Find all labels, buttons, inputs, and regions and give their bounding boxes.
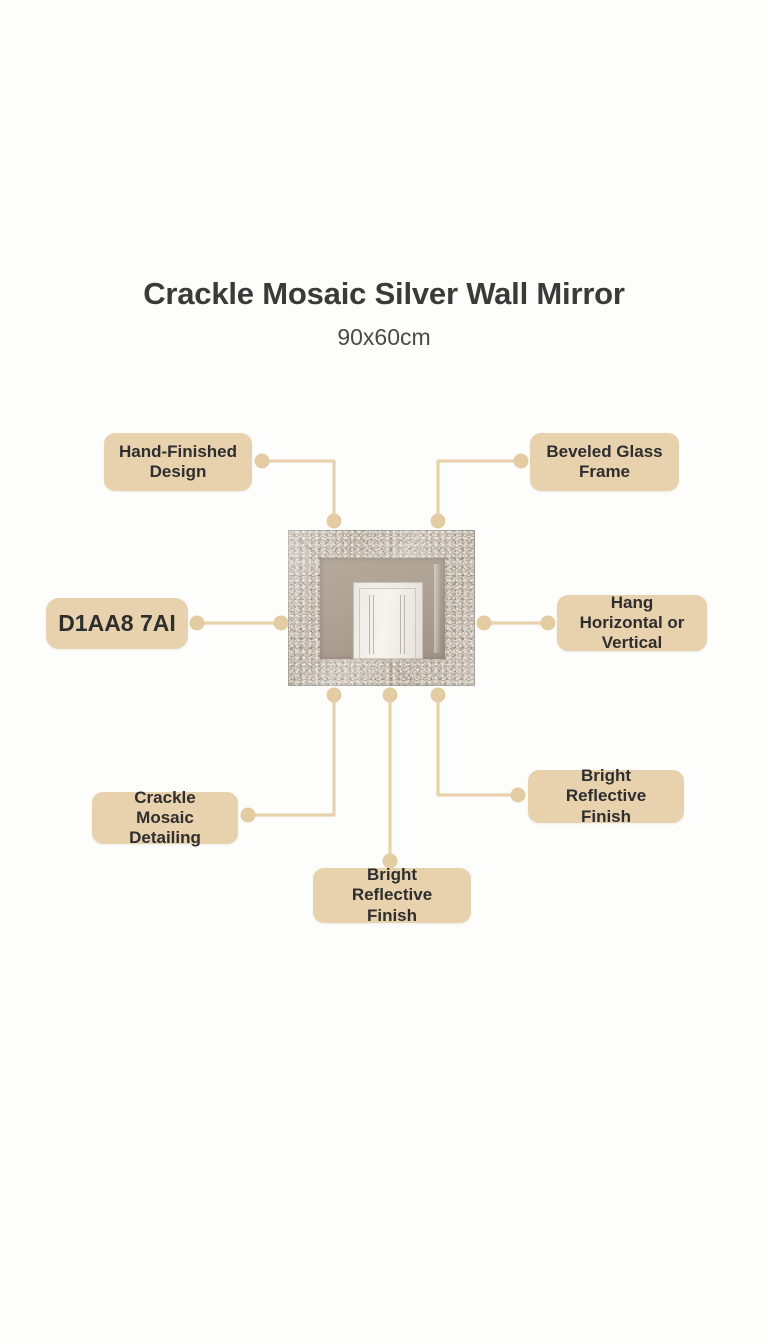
connector-dot-sku-anchor — [273, 615, 289, 631]
callout-label-text: Hand-Finished Design — [118, 441, 238, 481]
callout-label-text: Hang Horizontal or Vertical — [579, 592, 685, 653]
reflected-door — [352, 582, 423, 659]
callout-bright-reflective-finish-right[interactable]: Bright Reflective Finish — [528, 766, 684, 826]
callout-beveled-glass-frame[interactable]: Beveled Glass Frame — [530, 433, 679, 491]
connector-dot-beveled-glass-label — [513, 453, 529, 469]
connector-bright-right — [436, 693, 520, 797]
connector-dot-bright-bottom-anchor — [382, 687, 398, 703]
callout-label-text: Bright Reflective Finish — [565, 766, 647, 826]
connector-beveled-glass — [436, 459, 523, 523]
connector-dot-bright-right-anchor — [430, 687, 446, 703]
callout-crackle-mosaic-detailing[interactable]: Crackle Mosaic Detailing — [92, 788, 238, 847]
callout-label-text: D1AA8 7AI — [58, 609, 176, 636]
mirror-glass — [320, 558, 445, 659]
connector-dot-bright-right-label — [510, 787, 526, 803]
connector-dot-crackle-label — [240, 807, 256, 823]
glass-bevel-edge — [433, 564, 440, 653]
connector-dot-hang-label — [540, 615, 556, 631]
callout-label-text: Bright Reflective Finish — [351, 865, 433, 925]
connector-dot-hang-anchor — [476, 615, 492, 631]
connector-crackle — [246, 693, 336, 817]
product-image-mirror — [288, 530, 475, 686]
connector-hand-finished — [260, 459, 336, 523]
callout-hang-orientation[interactable]: Hang Horizontal or Vertical — [557, 592, 707, 653]
callout-bright-reflective-finish-bottom[interactable]: Bright Reflective Finish — [313, 865, 471, 925]
connector-dot-beveled-glass-anchor — [430, 513, 446, 529]
callout-hand-finished-design[interactable]: Hand-Finished Design — [104, 433, 252, 491]
mosaic-frame — [288, 530, 475, 686]
connector-dot-crackle-anchor — [326, 687, 342, 703]
page-title: Crackle Mosaic Silver Wall Mirror — [143, 276, 625, 311]
callout-label-text: Crackle Mosaic Detailing — [129, 787, 201, 848]
callout-label-text: Beveled Glass Frame — [546, 441, 663, 481]
callout-sku-code[interactable]: D1AA8 7AI — [46, 598, 188, 649]
product-size-subtitle: 90x60cm — [337, 324, 431, 350]
connector-dot-sku-label — [189, 615, 205, 631]
connector-dot-hand-finished-anchor — [326, 513, 342, 529]
connector-dot-hand-finished-label — [254, 453, 270, 469]
